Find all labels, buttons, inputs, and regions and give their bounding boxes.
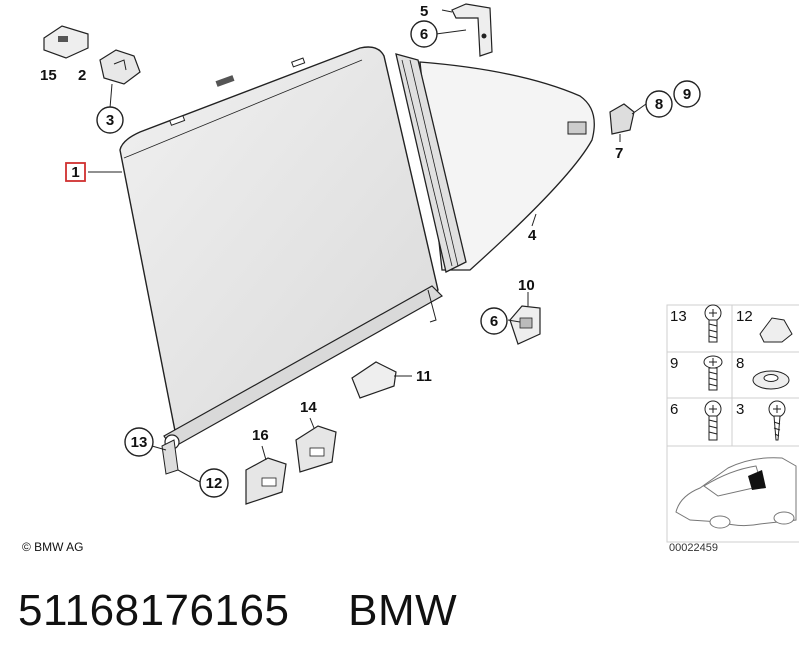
clip-part-5 <box>451 3 493 57</box>
callout-1: 1 <box>65 162 86 182</box>
svg-text:16: 16 <box>252 427 269 444</box>
callout-3: 3 <box>96 106 124 134</box>
callout-11: 11 <box>416 368 432 385</box>
callout-16: 16 <box>252 427 269 444</box>
bracket-part-2 <box>99 49 141 85</box>
svg-text:11: 11 <box>416 368 432 385</box>
legend-label-13: 13 <box>670 308 687 325</box>
part-number: 51168176165 <box>18 586 290 635</box>
callout-6-top: 6 <box>410 20 438 48</box>
callout-13: 13 <box>124 427 154 457</box>
svg-text:4: 4 <box>528 227 537 244</box>
svg-text:6: 6 <box>420 26 428 43</box>
sun-blind-part <box>119 46 443 450</box>
washer-8-icon <box>752 370 790 390</box>
legend-label-12: 12 <box>736 308 753 325</box>
callout-12: 12 <box>199 468 229 498</box>
copyright-notice: © BMW AG <box>22 540 84 554</box>
svg-text:10: 10 <box>518 277 535 294</box>
clip-part-15 <box>43 25 89 59</box>
svg-text:5: 5 <box>420 3 428 20</box>
svg-text:8: 8 <box>655 96 663 113</box>
screw-13-icon <box>704 304 722 343</box>
fastener-legend: 13 12 9 8 6 3 <box>666 304 799 543</box>
leader-lines <box>88 9 647 483</box>
svg-text:15: 15 <box>40 67 57 84</box>
svg-text:12: 12 <box>206 475 223 492</box>
rear-side-window <box>395 53 595 273</box>
screw-6-icon <box>704 400 722 441</box>
clip-part-11 <box>351 361 397 399</box>
footer-caption: 51168176165 BMW <box>18 586 457 636</box>
callout-7: 7 <box>615 145 623 162</box>
svg-text:9: 9 <box>683 86 691 103</box>
holder-part-16 <box>245 457 287 505</box>
callout-9: 9 <box>673 80 701 108</box>
svg-text:3: 3 <box>106 112 114 129</box>
svg-text:6: 6 <box>490 313 498 330</box>
diagram-reference-number: 00022459 <box>669 542 718 554</box>
car-location-icon <box>675 457 797 529</box>
svg-text:13: 13 <box>131 434 148 451</box>
legend-label-6: 6 <box>670 401 678 418</box>
callout-10: 10 <box>518 277 535 294</box>
callout-6-middle: 6 <box>480 307 508 335</box>
clip-12-icon <box>759 317 793 343</box>
svg-text:7: 7 <box>615 145 623 162</box>
callout-4: 4 <box>528 227 537 244</box>
svg-text:2: 2 <box>78 67 86 84</box>
svg-text:1: 1 <box>71 164 79 181</box>
legend-label-8: 8 <box>736 355 744 372</box>
svg-text:14: 14 <box>300 399 317 416</box>
callout-14: 14 <box>300 399 317 416</box>
callout-2: 2 <box>78 67 86 84</box>
legend-label-3: 3 <box>736 401 744 418</box>
clip-part-10 <box>509 305 541 345</box>
screw-9-icon <box>703 355 723 391</box>
legend-label-9: 9 <box>670 355 678 372</box>
callout-8: 8 <box>645 90 673 118</box>
holder-part-7 <box>609 103 635 135</box>
screw-3-icon <box>768 400 786 441</box>
holder-part-14 <box>295 425 337 473</box>
brand-name: BMW <box>348 586 458 635</box>
callout-5: 5 <box>420 3 428 20</box>
callout-15: 15 <box>40 67 57 84</box>
